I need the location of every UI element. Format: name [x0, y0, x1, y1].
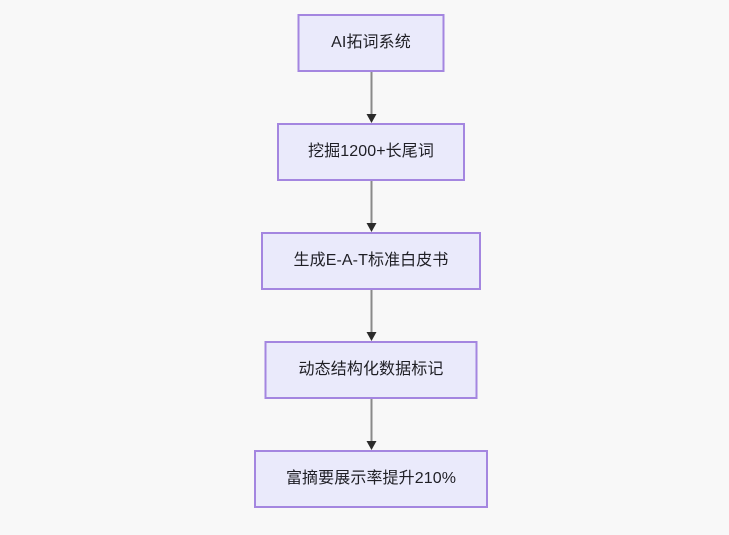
arrowhead-down-icon [366, 223, 376, 232]
flowchart-node-label: 挖掘1200+长尾词 [308, 143, 434, 160]
edge-line [370, 399, 372, 442]
flowchart-edge-n2-n3 [365, 181, 378, 232]
flowchart-edge-n1-n2 [365, 72, 378, 123]
flowchart-node-n5[interactable]: 富摘要展示率提升210% [254, 450, 488, 508]
flowchart-edge-n3-n4 [365, 290, 378, 341]
flowchart-node-n4[interactable]: 动态结构化数据标记 [264, 341, 478, 399]
flowchart-node-n2[interactable]: 挖掘1200+长尾词 [277, 123, 465, 181]
flowchart-node-label: 富摘要展示率提升210% [285, 470, 457, 487]
edge-line [370, 181, 372, 224]
arrowhead-down-icon [366, 114, 376, 123]
flowchart-node-n1[interactable]: AI拓词系统 [297, 14, 445, 72]
edge-line [370, 72, 372, 115]
flowchart-node-label: 生成E-A-T标准白皮书 [293, 252, 449, 269]
flowchart-node-label: 动态结构化数据标记 [298, 361, 444, 378]
arrowhead-down-icon [366, 441, 376, 450]
flowchart-node-label: AI拓词系统 [331, 34, 411, 51]
arrowhead-down-icon [366, 332, 376, 341]
edge-line [370, 290, 372, 333]
flowchart-node-n3[interactable]: 生成E-A-T标准白皮书 [261, 232, 481, 290]
flowchart-edge-n4-n5 [365, 399, 378, 450]
